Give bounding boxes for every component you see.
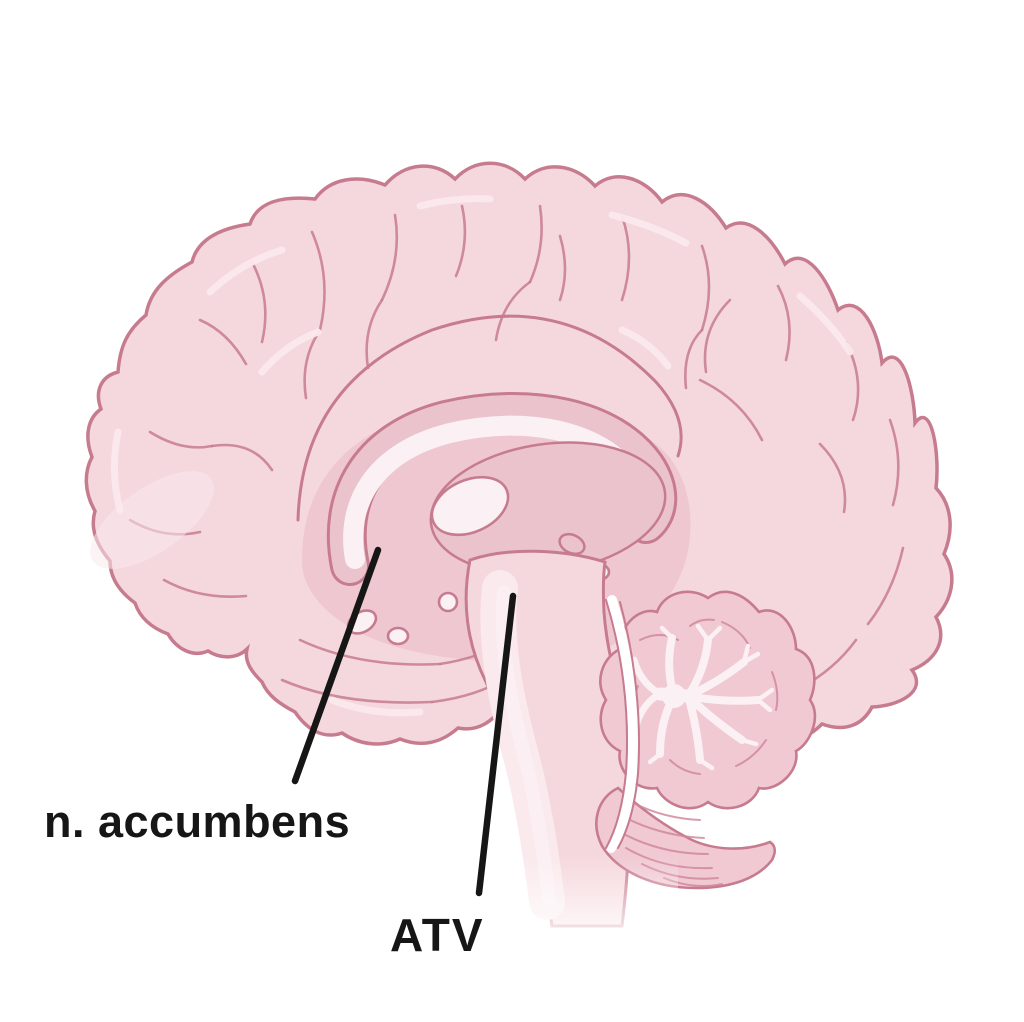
- pituitary-stalk: [386, 626, 410, 646]
- pineal-gland: [558, 532, 586, 556]
- leader-line-nucleus-accumbens: [291, 546, 382, 785]
- gyri-highlights: [90, 195, 854, 569]
- label-atv: ATV: [390, 909, 485, 961]
- sulci-lines: [128, 204, 905, 690]
- fourth-ventricle: [605, 595, 640, 853]
- label-nucleus-accumbens: n. accumbens: [44, 796, 351, 847]
- interthalamic-adhesion: [430, 475, 510, 537]
- mammillary-body: [437, 591, 459, 613]
- medulla-fade: [488, 856, 678, 948]
- leader-line-atv: [475, 592, 517, 897]
- arbor-vitae: [630, 623, 775, 771]
